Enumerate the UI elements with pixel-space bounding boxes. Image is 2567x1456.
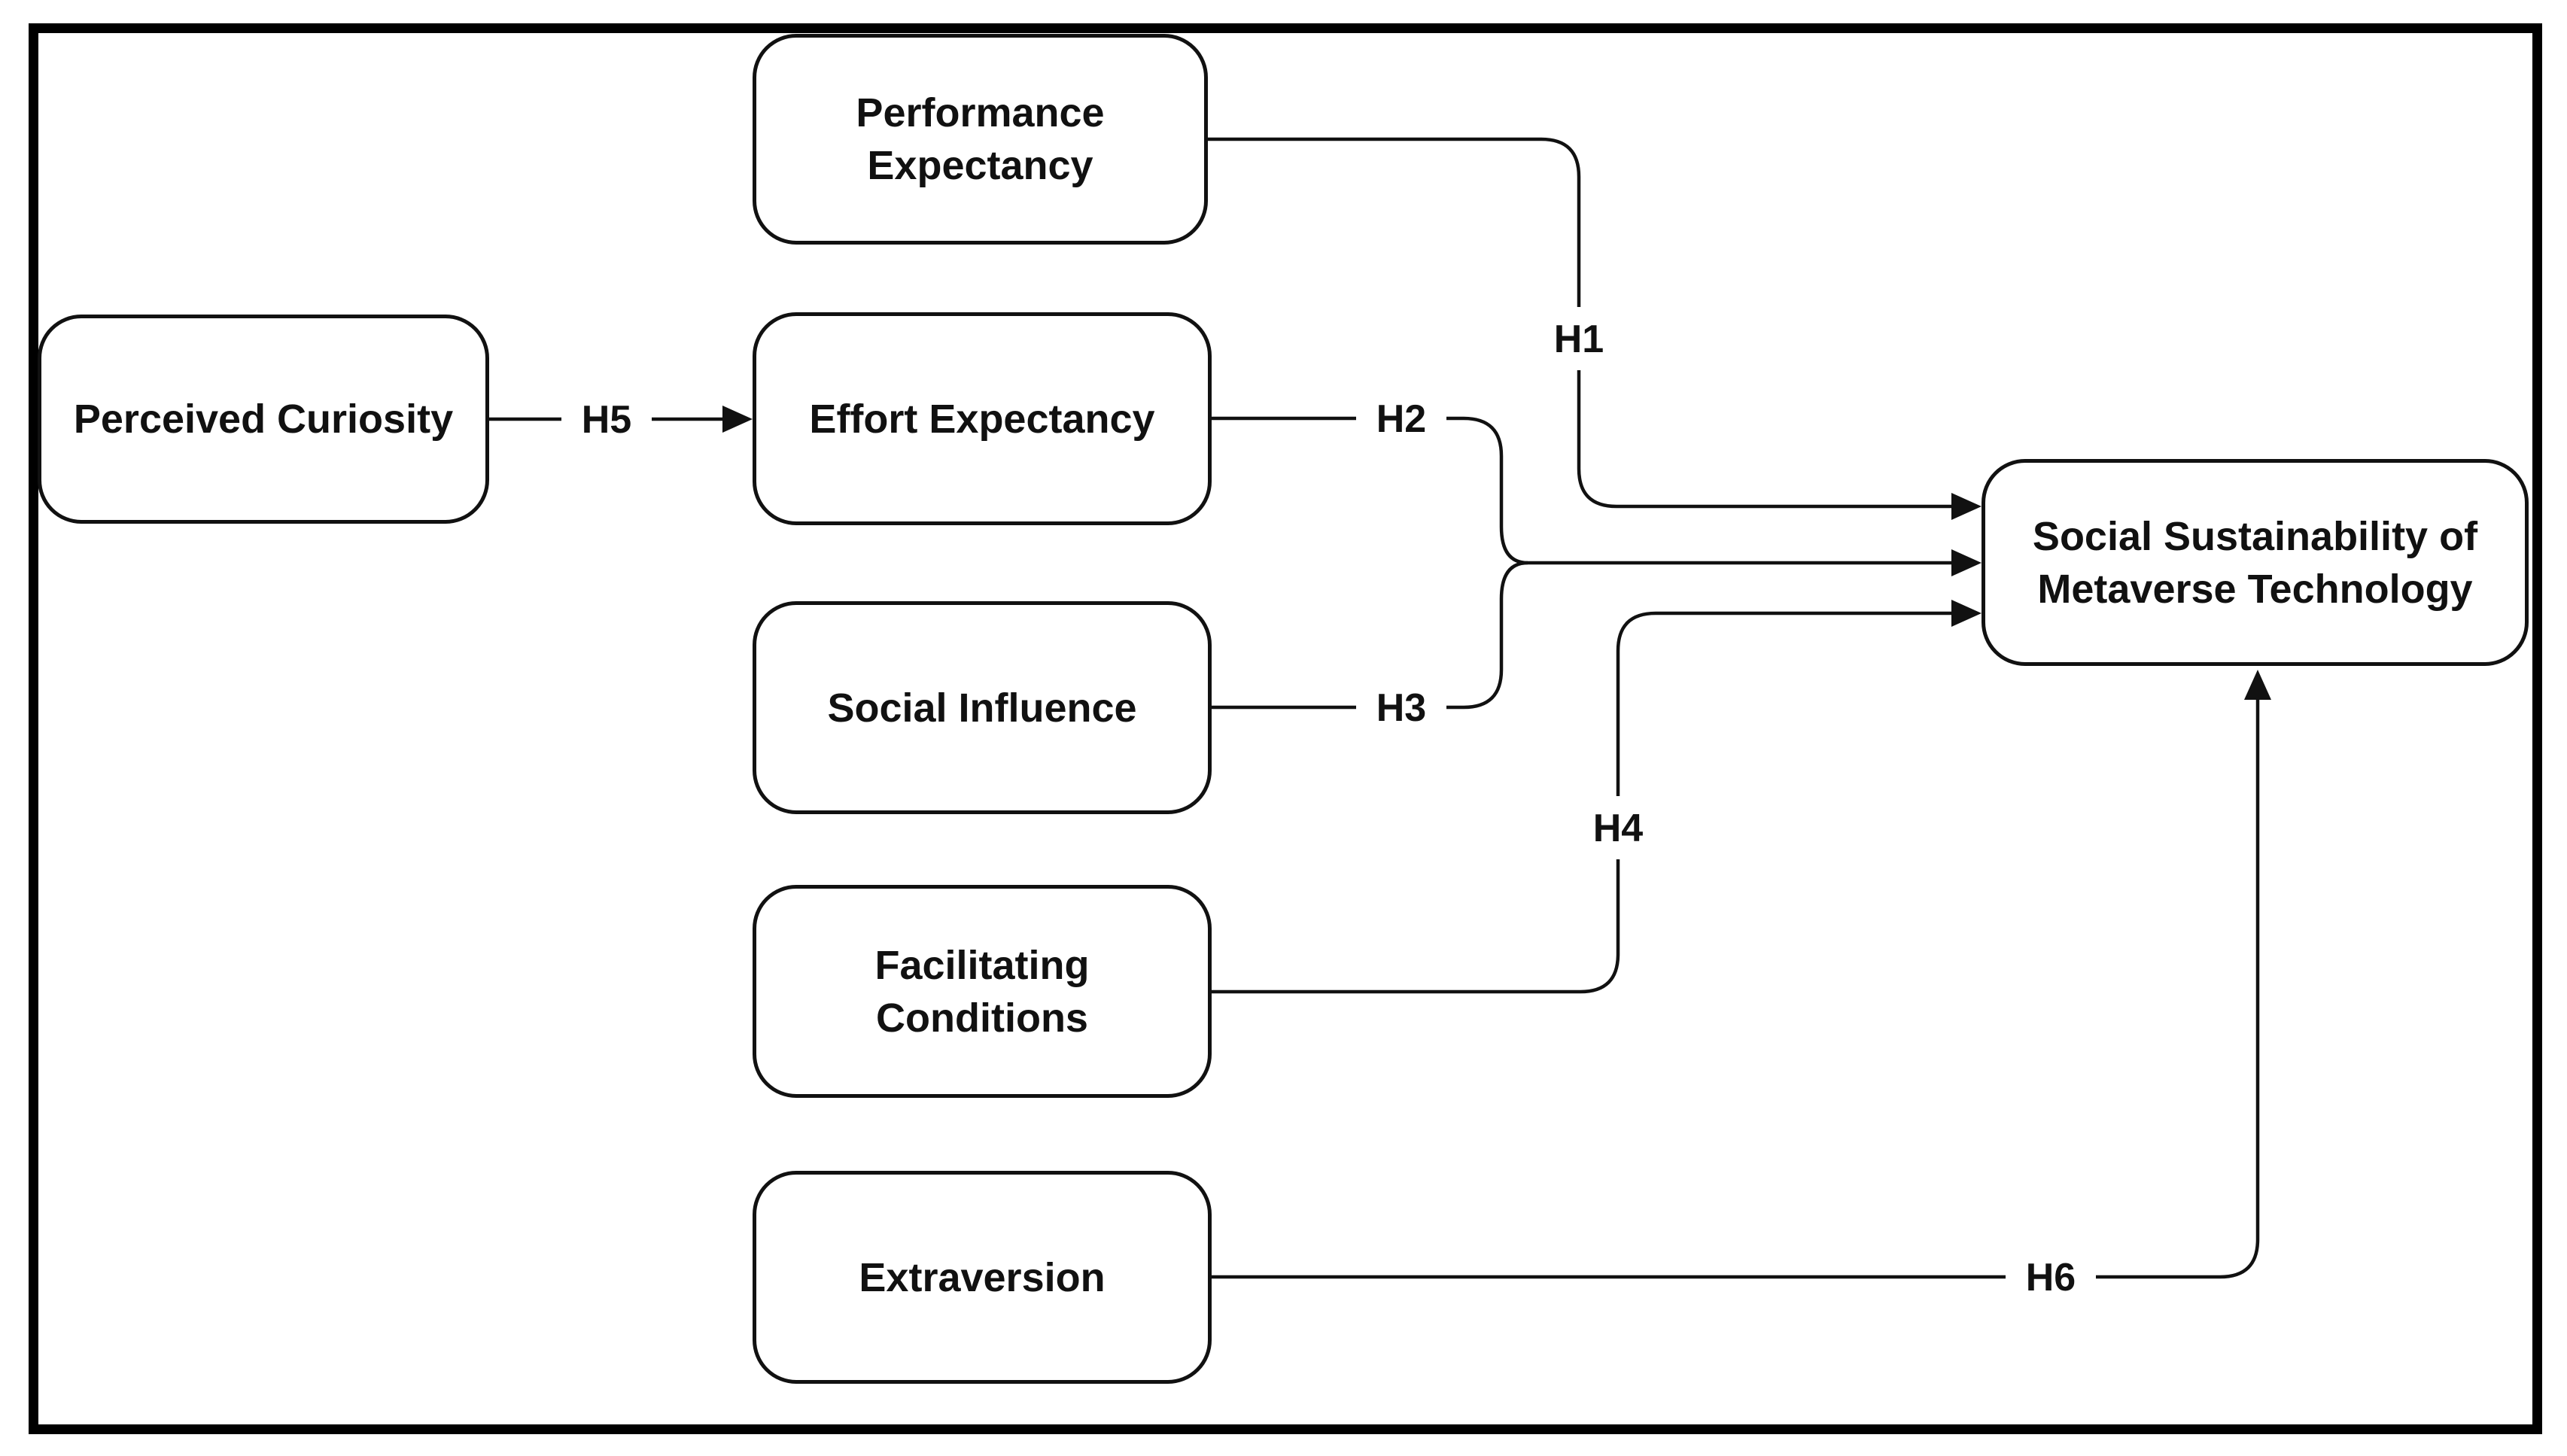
node-facilitating-conditions-label-line2: Conditions bbox=[876, 995, 1088, 1041]
edge-h4-label: H4 bbox=[1593, 807, 1644, 850]
edge-h3-label-bg bbox=[1356, 676, 1446, 739]
edge-h3-path bbox=[1212, 561, 1528, 710]
node-perceived-curiosity-label: Perceived Curiosity bbox=[73, 397, 454, 442]
node-effort-expectancy-label: Effort Expectancy bbox=[809, 396, 1155, 442]
node-social-sustainability-label-line1: Social Sustainability of bbox=[2032, 513, 2478, 559]
node-extraversion: Extraversion bbox=[753, 1171, 1212, 1384]
edge-h5-label: H5 bbox=[582, 398, 631, 442]
edge-h2-path bbox=[1212, 416, 1528, 565]
node-facilitating-conditions-label-line1: Facilitating bbox=[874, 942, 1090, 988]
edge-h6-label: H6 bbox=[2026, 1256, 2076, 1299]
edge-h4-arrowhead bbox=[1951, 600, 1982, 627]
edge-h6-path bbox=[1212, 698, 2260, 1279]
edge-h5-label-bg bbox=[561, 388, 652, 451]
edge-h2-label: H2 bbox=[1376, 397, 1426, 441]
node-performance-expectancy-label-line1: Performance bbox=[856, 90, 1105, 135]
node-facilitating-conditions: Facilitating Conditions bbox=[753, 885, 1212, 1098]
node-extraversion-label: Extraversion bbox=[859, 1254, 1106, 1300]
edge-h6-label-bg bbox=[2006, 1245, 2096, 1309]
edge-h1-arrowhead bbox=[1951, 493, 1982, 520]
edge-h5-arrowhead bbox=[722, 406, 753, 433]
node-perceived-curiosity: Perceived Curiosity bbox=[38, 315, 489, 524]
edge-h1-label-bg bbox=[1534, 307, 1624, 370]
node-performance-expectancy: Performance Expectancy bbox=[753, 34, 1208, 245]
edge-h1-label: H1 bbox=[1554, 318, 1604, 361]
node-performance-expectancy-label-line2: Expectancy bbox=[867, 143, 1093, 188]
edge-h2-h3-arrowhead bbox=[1951, 549, 1982, 576]
edge-h2-label-bg bbox=[1356, 387, 1446, 450]
node-effort-expectancy: Effort Expectancy bbox=[753, 312, 1212, 525]
node-social-sustainability-label-line2: Metaverse Technology bbox=[2037, 566, 2473, 612]
diagram-border bbox=[29, 23, 2542, 1434]
node-social-influence: Social Influence bbox=[753, 601, 1212, 814]
node-social-influence-label: Social Influence bbox=[827, 685, 1137, 731]
edge-h4-label-bg bbox=[1573, 796, 1663, 859]
edge-h6-arrowhead bbox=[2244, 670, 2271, 700]
node-social-sustainability: Social Sustainability of Metaverse Techn… bbox=[1982, 459, 2529, 666]
edge-h3-label: H3 bbox=[1376, 686, 1426, 730]
